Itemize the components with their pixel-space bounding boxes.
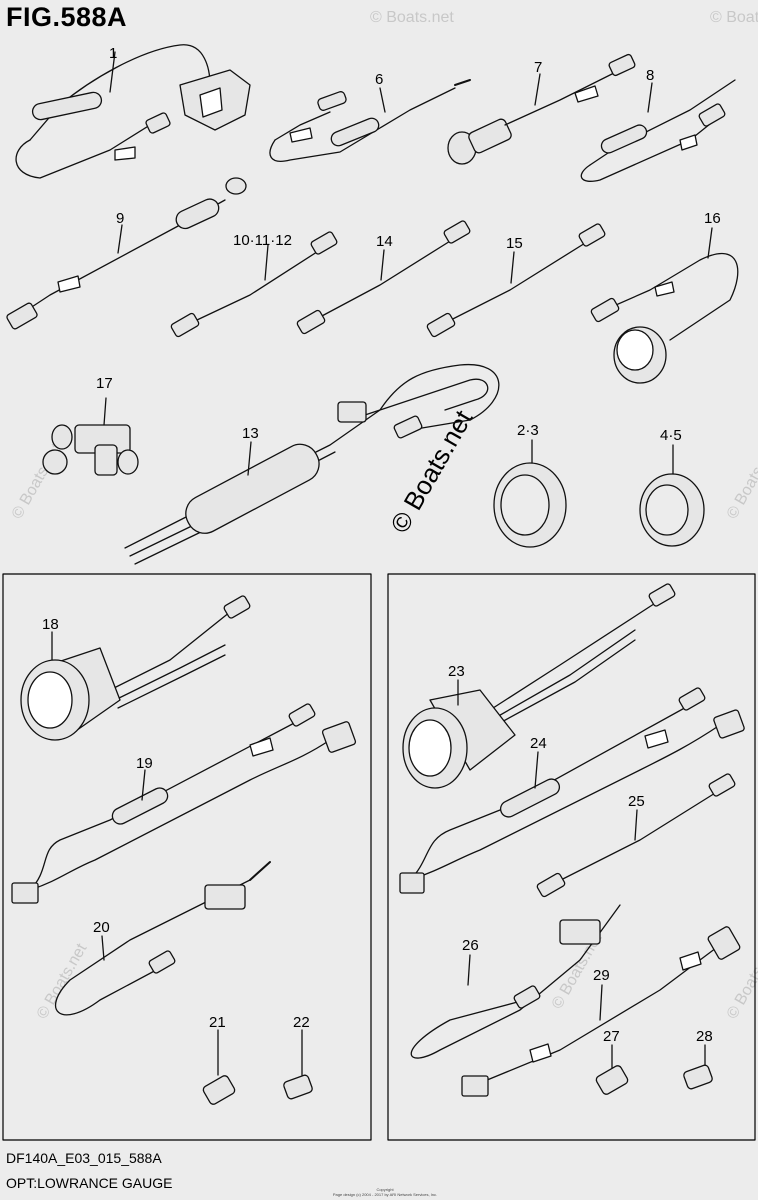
callout-20: 20 — [93, 919, 110, 936]
figure-code: DF140A_E03_015_588A — [6, 1150, 162, 1166]
part-18-gauge[interactable] — [20, 595, 251, 741]
part-28-plug[interactable] — [683, 1044, 714, 1090]
callout-6: 6 — [375, 71, 383, 88]
callout-15: 15 — [506, 235, 523, 252]
part-16-puck-sensor[interactable] — [590, 227, 739, 384]
callout-24: 24 — [530, 735, 547, 752]
left-kit-box — [2, 573, 372, 1141]
part-1-sensor-cable[interactable] — [15, 44, 251, 179]
callout-labels: 1 6 7 8 9 10·11·12 14 15 16 17 13 2·3 4·… — [42, 45, 721, 1045]
callout-16: 16 — [704, 210, 721, 227]
callout-19: 19 — [136, 755, 153, 772]
callout-2-3: 2·3 — [517, 422, 539, 439]
part-23-gauge[interactable] — [402, 583, 676, 789]
callout-8: 8 — [646, 67, 654, 84]
part-19-y-harness[interactable] — [11, 703, 357, 904]
part-27-plug[interactable] — [595, 1044, 629, 1096]
copyright-line-2: Page design (c) 2004 - 2017 by ARI Netwo… — [332, 1192, 438, 1197]
figure-title: FIG.588A — [6, 2, 128, 32]
part-13-wiring-harness[interactable] — [124, 364, 500, 565]
figure-subtitle: OPT:LOWRANCE GAUGE — [6, 1175, 173, 1191]
part-25-cable[interactable] — [536, 773, 736, 898]
part-26-cable[interactable] — [410, 904, 621, 1059]
callout-21: 21 — [209, 1014, 226, 1031]
callout-25: 25 — [628, 793, 645, 810]
callout-26: 26 — [462, 937, 479, 954]
part-22-plug[interactable] — [283, 1029, 314, 1100]
watermark-top-2: © Boats.net — [710, 9, 758, 26]
callout-9: 9 — [116, 210, 124, 227]
part-8-cable[interactable] — [580, 79, 736, 182]
part-20-cable[interactable] — [55, 861, 271, 1016]
part-9-sensor-cable[interactable] — [6, 177, 247, 330]
right-kit-box — [387, 573, 756, 1141]
callout-29: 29 — [593, 967, 610, 984]
callout-23: 23 — [448, 663, 465, 680]
callout-27: 27 — [603, 1028, 620, 1045]
part-21-plug[interactable] — [202, 1029, 236, 1106]
part-4-5-bezel-ring[interactable] — [639, 444, 705, 547]
copyright-line-1: Copyright — [376, 1187, 394, 1192]
callout-7: 7 — [534, 59, 542, 76]
part-7-thru-hull-sensor[interactable] — [447, 53, 636, 165]
part-24-y-harness[interactable] — [399, 687, 745, 894]
callout-10-11-12: 10·11·12 — [233, 232, 292, 249]
watermark-bottom-left: © Boats.net — [34, 940, 91, 1022]
copyright-notice: Copyright Page design (c) 2004 - 2017 by… — [300, 1187, 470, 1197]
part-10-11-12-cable[interactable] — [170, 231, 338, 338]
callout-13: 13 — [242, 425, 259, 442]
part-14-cable[interactable] — [296, 220, 471, 335]
part-29-cable[interactable] — [461, 926, 741, 1097]
callout-14: 14 — [376, 233, 393, 250]
callout-4-5: 4·5 — [660, 427, 682, 444]
callout-22: 22 — [293, 1014, 310, 1031]
callout-1: 1 — [109, 45, 117, 62]
callout-17: 17 — [96, 375, 113, 392]
part-6-cable[interactable] — [269, 79, 471, 162]
part-17-t-connector[interactable] — [42, 397, 139, 476]
part-15-cable[interactable] — [426, 223, 606, 338]
callout-28: 28 — [696, 1028, 713, 1045]
watermark-right: © Boats.net — [724, 440, 758, 522]
part-2-3-bezel-ring[interactable] — [493, 439, 567, 548]
watermark-top-1: © Boats.net — [370, 9, 454, 26]
callout-18: 18 — [42, 616, 59, 633]
